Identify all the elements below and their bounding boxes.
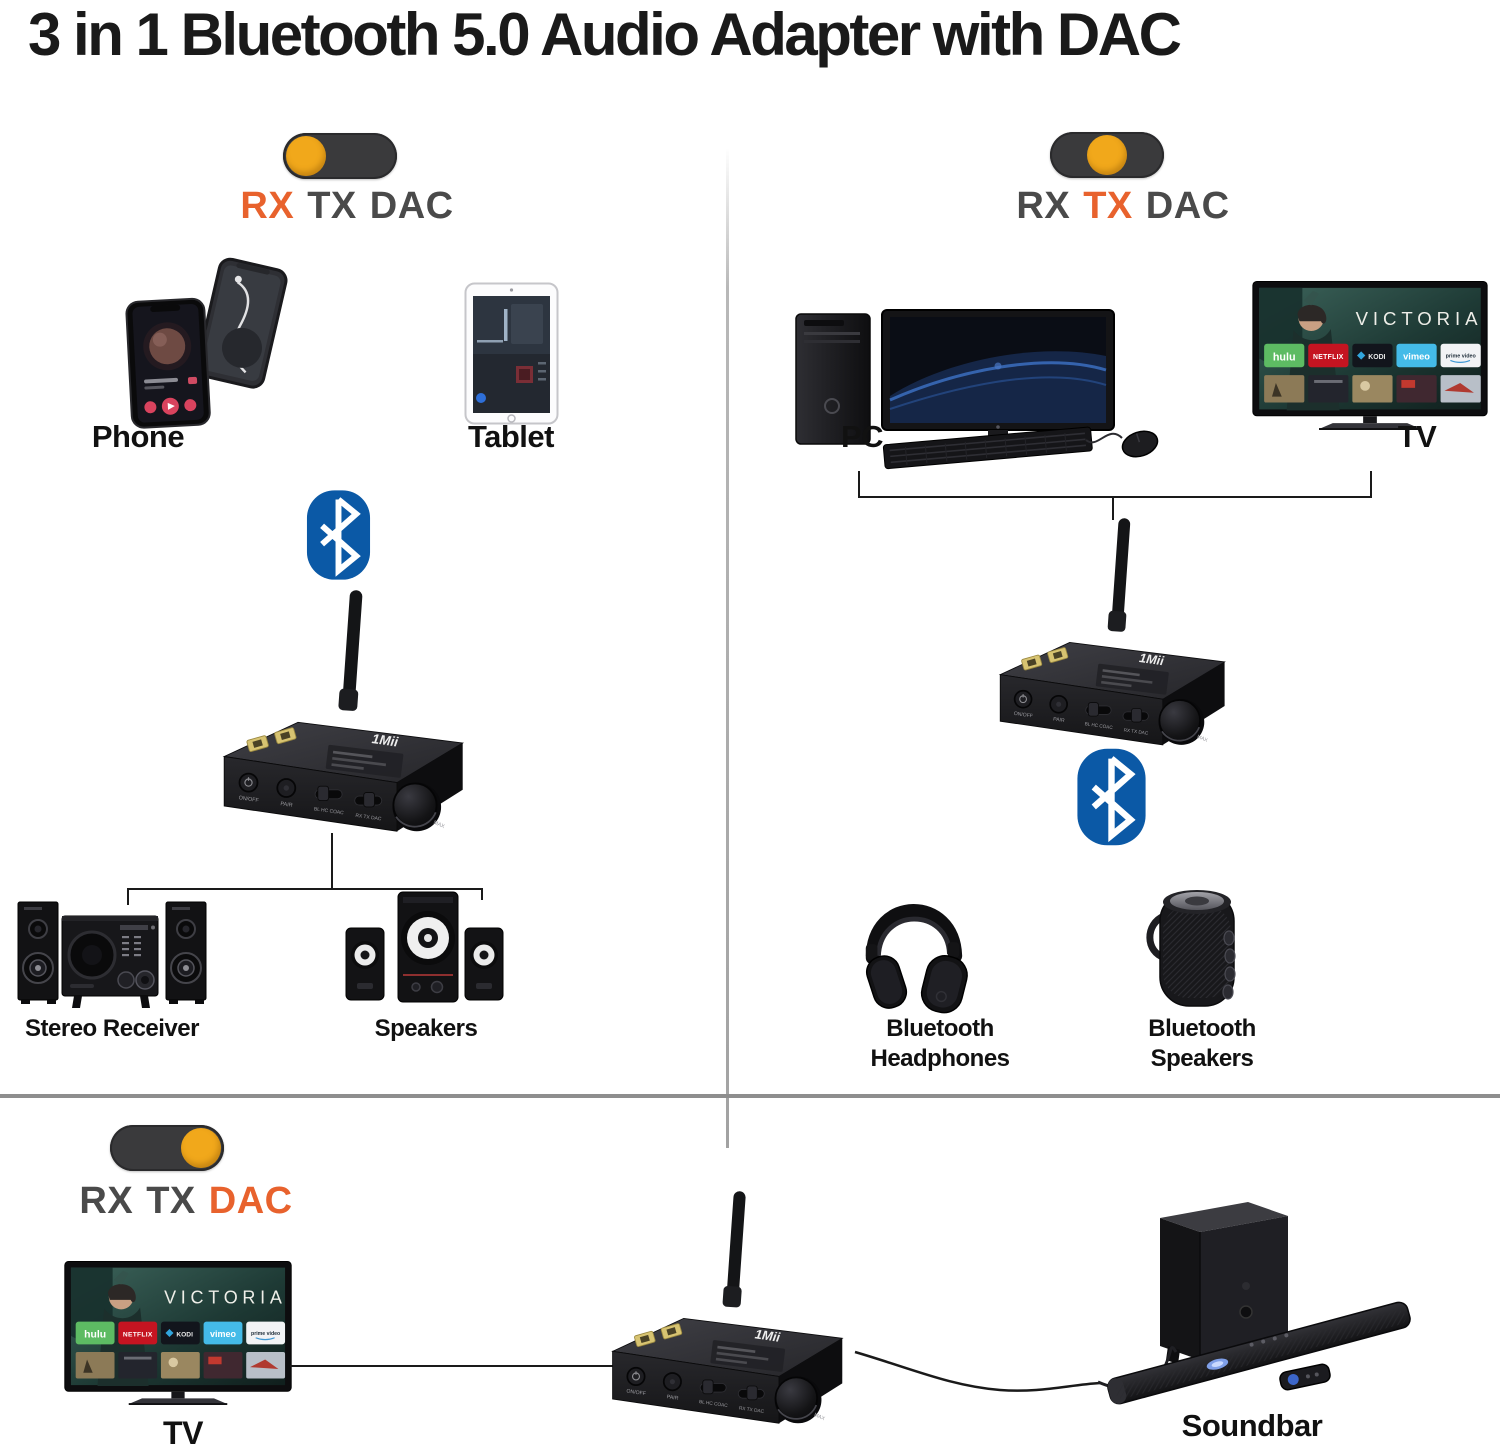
remote: [1279, 1363, 1331, 1391]
connection-line: [858, 496, 1372, 498]
adapter-dac: [611, 1189, 844, 1425]
stereo-receiver-illustration: [17, 901, 207, 1008]
section-divider-horizontal: [0, 1094, 1500, 1098]
mode-dac-label: DAC: [1145, 185, 1230, 227]
mode-rx-label: RX: [79, 1180, 134, 1222]
soundbar-illustration: [1097, 1202, 1411, 1405]
connection-line: [1112, 496, 1114, 520]
tv-bottom: [64, 1260, 292, 1406]
label-line-1: Bluetooth: [886, 1015, 994, 1042]
bluetooth-headphones-label: Bluetooth Headphones: [870, 1014, 1010, 1074]
adapter-rx: [223, 588, 464, 833]
tablet-label: Tablet: [468, 419, 555, 454]
mode-toggle-rx: [283, 133, 397, 179]
mode-tx-label: TX: [307, 185, 357, 227]
bluetooth-speaker-illustration: [1146, 890, 1236, 1007]
mode-dac-label: DAC: [208, 1180, 293, 1222]
label-line-1: Bluetooth: [1148, 1015, 1256, 1042]
speakers-illustration: [345, 891, 504, 1003]
connection-line: [1370, 471, 1372, 498]
bluetooth-headphones-illustration: [865, 904, 968, 1014]
connection-line: [858, 471, 860, 498]
phone-illustration: [125, 257, 288, 429]
mode-tx-label: TX: [1083, 185, 1133, 227]
tv-top-label: TV: [1397, 419, 1437, 454]
bluetooth-icon: [303, 489, 374, 581]
mode-rx-label: RX: [240, 185, 295, 227]
mode-row-dac: RX TX DAC: [79, 1180, 292, 1223]
mode-row-tx: RX TX DAC: [1016, 185, 1229, 228]
phone-label: Phone: [91, 419, 185, 454]
mouse: [1121, 430, 1159, 458]
connection-line: [290, 1365, 614, 1367]
connection-line: [127, 888, 129, 905]
mode-tx-label: TX: [146, 1180, 196, 1222]
soundbar-bar: [1107, 1301, 1411, 1405]
speakers-label: Speakers: [374, 1015, 478, 1042]
bluetooth-speakers-label: Bluetooth Speakers: [1148, 1014, 1256, 1074]
pc-label: PC: [840, 419, 884, 454]
pc-illustration: [795, 309, 1159, 470]
soundbar-label: Soundbar: [1181, 1408, 1323, 1443]
keyboard: [882, 426, 1093, 470]
mode-toggle-tx: [1050, 132, 1164, 178]
tv-bottom-label: TV: [163, 1415, 203, 1451]
connection-line: [127, 888, 483, 890]
mode-row-rx: RX TX DAC: [240, 185, 453, 228]
adapter-tx: [999, 516, 1226, 746]
mode-toggle-dac: [110, 1125, 224, 1171]
tablet-illustration: [464, 282, 559, 425]
tv-top: [1252, 280, 1488, 431]
label-line-2: Headphones: [870, 1045, 1010, 1073]
connection-line: [481, 888, 483, 900]
mode-rx-label: RX: [1016, 185, 1071, 227]
phone-back: [195, 257, 288, 389]
connection-wire-curved: [854, 1350, 1101, 1392]
page-title: 3 in 1 Bluetooth 5.0 Audio Adapter with …: [28, 1, 1182, 68]
section-divider-vertical: [726, 148, 729, 1148]
stereo-receiver-label: Stereo Receiver: [25, 1015, 199, 1042]
connection-line: [331, 833, 333, 890]
toggle-knob: [1087, 135, 1127, 175]
toggle-knob: [286, 136, 326, 176]
toggle-knob: [181, 1128, 221, 1168]
mode-dac-label: DAC: [369, 185, 454, 227]
phone-front: [125, 297, 211, 429]
label-line-2: Speakers: [1150, 1045, 1254, 1073]
bluetooth-icon: [1076, 747, 1147, 847]
